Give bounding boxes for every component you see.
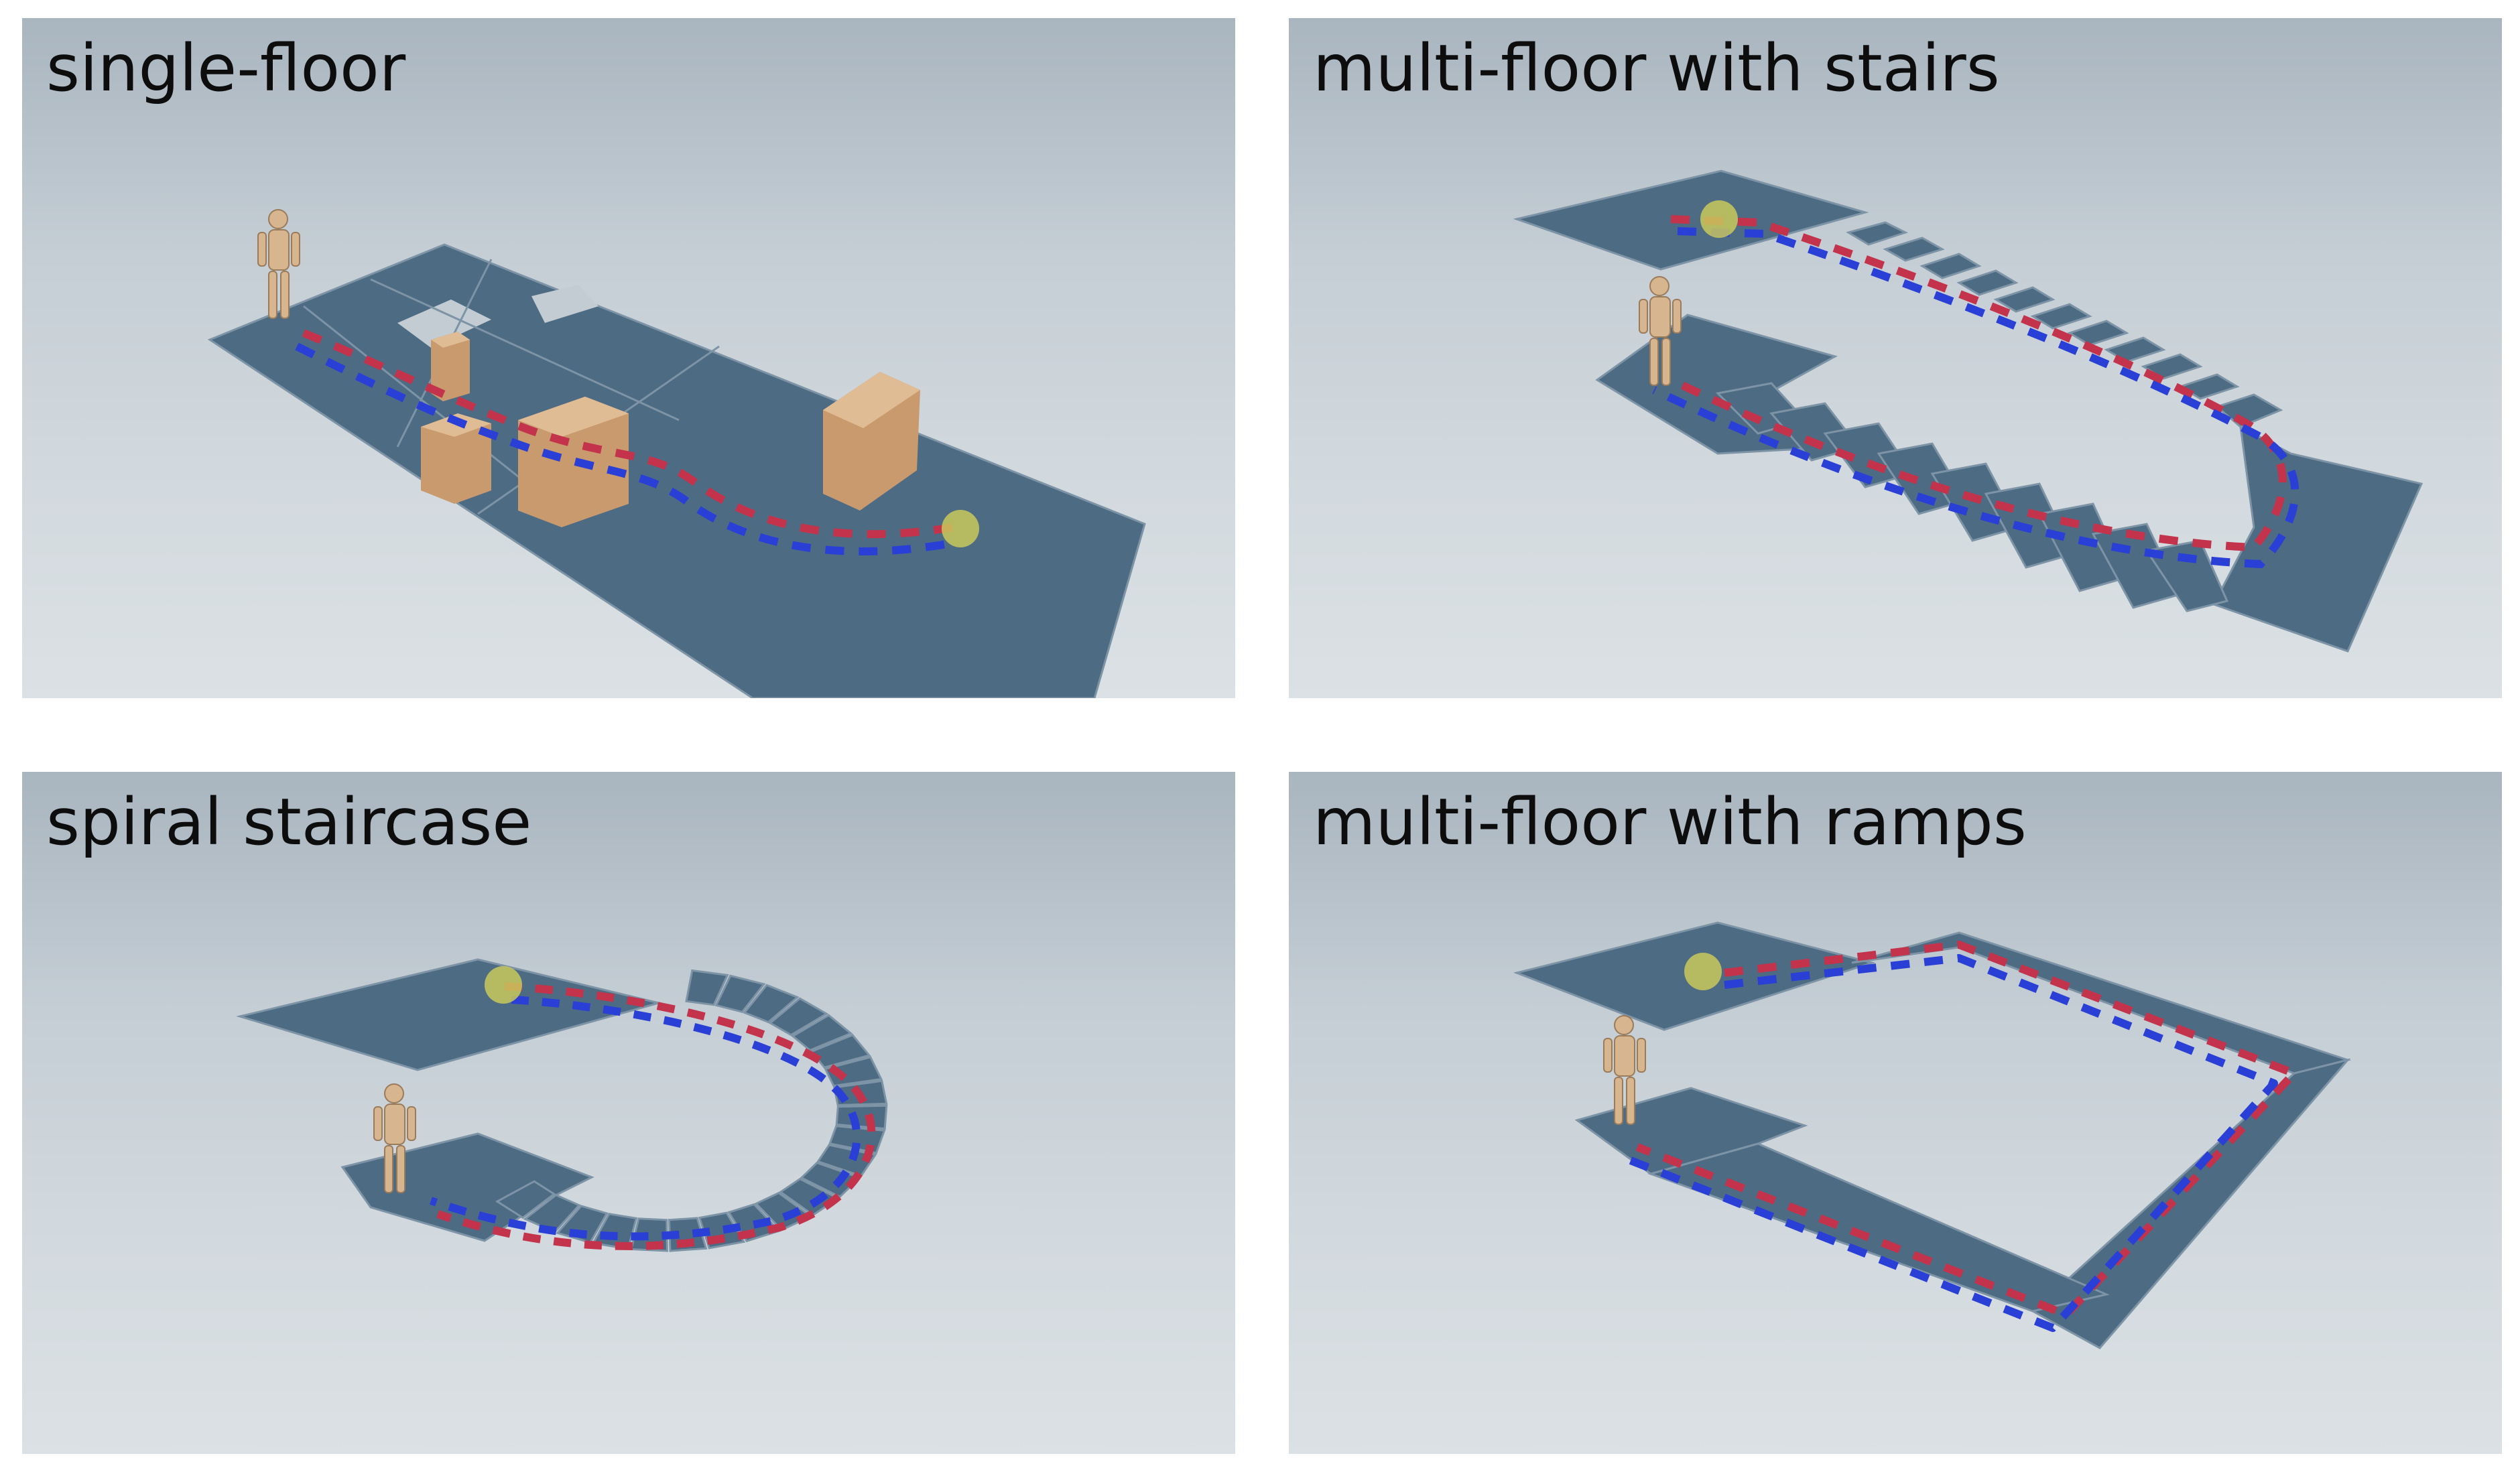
spiral-staircase-scene bbox=[236, 958, 888, 1252]
stair-step bbox=[791, 1014, 853, 1052]
panel-single-floor: single-floor bbox=[22, 18, 1235, 698]
floor-tiles bbox=[1513, 170, 2423, 653]
humanoid-robot-icon bbox=[1639, 276, 1682, 386]
humanoid-robot-icon bbox=[1603, 1015, 1646, 1125]
stair-step bbox=[816, 1144, 877, 1177]
panel-label: multi-floor with ramps bbox=[1313, 785, 2027, 860]
panel-multi-floor-stairs: multi-floor with stairs bbox=[1289, 18, 2502, 698]
stair-step bbox=[743, 984, 800, 1024]
stair-step bbox=[800, 1161, 862, 1199]
floor-tiles bbox=[236, 958, 888, 1252]
humanoid-robot-icon bbox=[257, 209, 300, 319]
stair-step bbox=[768, 997, 829, 1036]
humanoid-robot-icon bbox=[373, 1083, 416, 1193]
upper-stairs bbox=[1846, 221, 2283, 428]
floor-tiles bbox=[207, 243, 1146, 698]
wooden-boxes bbox=[421, 332, 920, 527]
footstep-path bbox=[295, 329, 954, 555]
footstep-path bbox=[1629, 941, 2298, 1332]
footstep-path bbox=[1652, 215, 2300, 569]
floor-tiles bbox=[1513, 921, 2352, 1349]
goal-marker-icon bbox=[1684, 953, 1722, 990]
stair-step bbox=[810, 1033, 871, 1069]
stair-step bbox=[835, 1104, 888, 1130]
goal-marker-icon bbox=[942, 510, 979, 547]
footstep-path bbox=[430, 982, 876, 1250]
multi-floor-ramps-scene bbox=[1513, 921, 2352, 1349]
panel-multi-floor-ramps: multi-floor with ramps bbox=[1289, 772, 2502, 1454]
single-floor-scene bbox=[207, 209, 1146, 698]
panel-label: single-floor bbox=[46, 31, 406, 106]
stair-step bbox=[685, 969, 729, 1006]
stair-step bbox=[495, 1180, 556, 1219]
stair-step bbox=[591, 1213, 638, 1250]
lower-stairs bbox=[1715, 382, 2229, 612]
panel-label: multi-floor with stairs bbox=[1313, 31, 2000, 106]
stair-step bbox=[523, 1193, 581, 1233]
goal-marker-icon bbox=[485, 966, 522, 1004]
stair-step bbox=[754, 1191, 813, 1231]
panel-label: spiral staircase bbox=[46, 785, 532, 860]
panel-spiral-staircase: spiral staircase bbox=[22, 772, 1235, 1454]
stair-step bbox=[779, 1177, 840, 1217]
multi-floor-stairs-scene bbox=[1513, 170, 2423, 653]
stair-step bbox=[714, 974, 766, 1013]
goal-marker-icon bbox=[1700, 200, 1738, 238]
